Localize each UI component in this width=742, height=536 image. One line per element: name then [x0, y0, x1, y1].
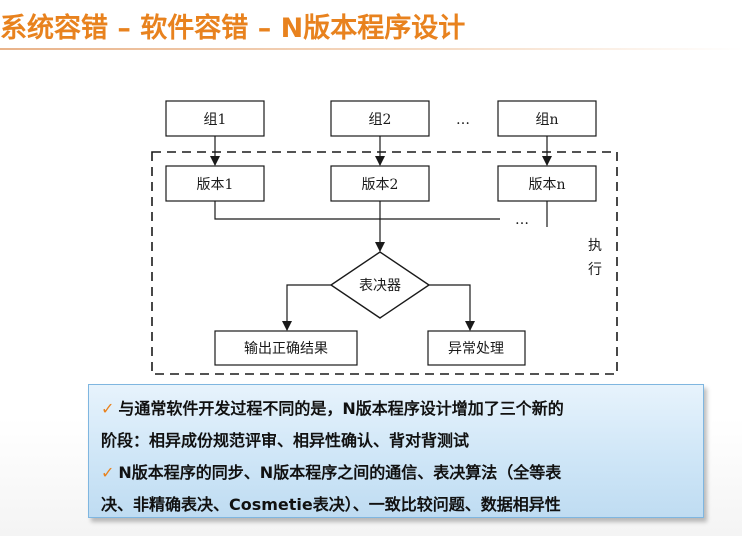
version-n-label: 版本n — [528, 177, 565, 193]
note-2-line-2: 决、非精确表决、Cosmetie表决）、一致比较问题、数据相异性 — [101, 495, 561, 514]
note-2-line-1: N版本程序的同步、N版本程序之间的通信、表决算法（全等表 — [118, 463, 562, 482]
title-divider — [0, 48, 742, 50]
execution-label-1: 执 — [588, 238, 602, 254]
notes-callout: ✓与通常软件开发过程不同的是，N版本程序设计增加了三个新的 阶段：相异成份规范评… — [88, 384, 704, 518]
merge-ellipsis: … — [515, 212, 529, 228]
exception-label: 异常处理 — [448, 341, 504, 357]
page-title: 系统容错 – 软件容错 – N版本程序设计 — [0, 13, 466, 44]
groups-ellipsis: … — [456, 112, 470, 128]
correct-output-box — [214, 330, 358, 366]
correct-output-label: 输出正确结果 — [244, 341, 328, 357]
arrow-to-correct-output — [282, 284, 331, 331]
voter-diamond — [329, 251, 431, 319]
group-2-label: 组2 — [369, 112, 392, 128]
version-2-box — [330, 165, 430, 202]
note-bullet-2: ✓N版本程序的同步、N版本程序之间的通信、表决算法（全等表 决、非精确表决、Co… — [101, 457, 693, 521]
group-1-box — [165, 100, 265, 137]
version-1-label: 版本1 — [197, 177, 234, 193]
group-1-label: 组1 — [204, 112, 227, 128]
checkmark-icon: ✓ — [101, 399, 115, 418]
group-2-box — [330, 100, 430, 137]
note-bullet-1: ✓与通常软件开发过程不同的是，N版本程序设计增加了三个新的 阶段：相异成份规范评… — [101, 393, 693, 457]
version-2-label: 版本2 — [362, 177, 399, 193]
note-1-line-2: 阶段：相异成份规范评审、相异性确认、背对背测试 — [101, 431, 470, 450]
arrow-to-exception — [429, 284, 475, 331]
group-n-label: 组n — [535, 112, 558, 128]
merge-line-left — [214, 201, 500, 220]
checkmark-icon: ✓ — [101, 463, 115, 482]
execution-boundary — [151, 151, 618, 375]
execution-label-2: 行 — [588, 262, 602, 278]
exception-box — [427, 330, 526, 366]
voter-label: 表决器 — [359, 278, 401, 294]
note-1-line-1: 与通常软件开发过程不同的是，N版本程序设计增加了三个新的 — [118, 399, 564, 418]
n-version-flow-diagram: 执 行 组1 组2 … 组n 版本1 版本2 版本n … 表决器 输出正确结果 … — [151, 100, 618, 375]
